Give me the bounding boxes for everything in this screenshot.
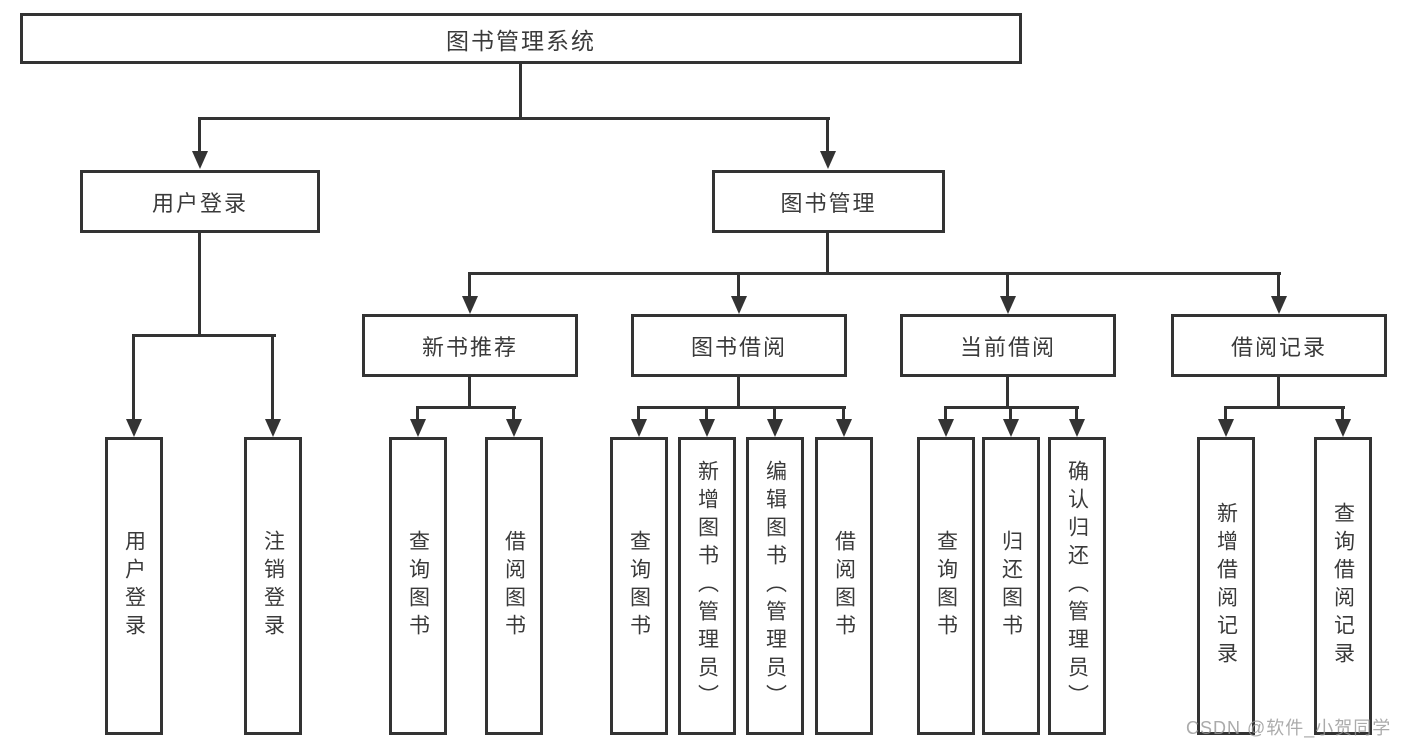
connector-book-borrow-horizontal [637,406,846,409]
connector-level1-horizontal [198,117,830,120]
connector-stub [1341,406,1344,422]
connector-to-current-borrow [1006,272,1009,298]
leaf-label: 归还图书 [999,530,1023,642]
arrow-down-icon [126,419,142,437]
arrow-down-icon [1218,419,1234,437]
leaf-label: 查询图书 [934,530,958,642]
node-leaf-logout: 注销登录 [244,437,302,735]
arrow-down-icon [192,151,208,169]
node-library-management-system: 图书管理系统 [20,13,1022,64]
connector-stub [512,406,515,422]
arrow-down-icon [1069,419,1085,437]
connector-stub [705,406,708,422]
connector-user-login-trunk [198,231,201,337]
leaf-label: 编辑图书（管理员） [763,460,787,712]
leaf-label: 查询图书 [406,530,430,642]
node-leaf-query-books-borrow: 查询图书 [610,437,668,735]
arrow-down-icon [1003,419,1019,437]
arrow-down-icon [631,419,647,437]
node-leaf-return-books: 归还图书 [982,437,1040,735]
node-leaf-borrow-books: 借阅图书 [815,437,873,735]
connector-stub [944,406,947,422]
node-leaf-add-borrow-record: 新增借阅记录 [1197,437,1255,735]
connector-root-trunk [519,62,522,120]
leaf-label: 注销登录 [261,530,285,642]
node-leaf-edit-books-admin: 编辑图书（管理员） [746,437,804,735]
leaf-label: 查询借阅记录 [1331,502,1355,670]
connector-stub [842,406,845,422]
node-book-management: 图书管理 [712,170,945,233]
connector-to-borrow-records [1277,272,1280,298]
connector-to-new-book-rec [468,272,471,298]
connector-stub [416,406,419,422]
leaf-label: 查询图书 [627,530,651,642]
connector-to-leaf-user-login [132,334,135,422]
node-leaf-borrow-books-recommend: 借阅图书 [485,437,543,735]
connector-to-leaf-logout [271,334,274,422]
arrow-down-icon [731,296,747,314]
connector-to-user-login [198,117,201,153]
node-leaf-add-books-admin: 新增图书（管理员） [678,437,736,735]
arrow-down-icon [767,419,783,437]
connector-book-borrow-trunk [737,375,740,409]
arrow-down-icon [1271,296,1287,314]
node-book-borrowing: 图书借阅 [631,314,847,377]
leaf-label: 借阅图书 [502,530,526,642]
node-current-borrowing: 当前借阅 [900,314,1116,377]
node-leaf-query-borrow-record: 查询借阅记录 [1314,437,1372,735]
csdn-watermark: CSDN @软件_小贺同学 [1186,718,1392,738]
leaf-label: 借阅图书 [832,530,856,642]
connector-stub [1224,406,1227,422]
node-new-book-recommend: 新书推荐 [362,314,578,377]
node-leaf-confirm-return-admin: 确认归还（管理员） [1048,437,1106,735]
leaf-label: 新增借阅记录 [1214,502,1238,670]
connector-stub [1075,406,1078,422]
arrow-down-icon [938,419,954,437]
connector-to-book-mgmt [826,117,829,153]
node-user-login: 用户登录 [80,170,320,233]
arrow-down-icon [699,419,715,437]
leaf-label: 新增图书（管理员） [695,460,719,712]
arrow-down-icon [265,419,281,437]
node-leaf-query-books-recommend: 查询图书 [389,437,447,735]
arrow-down-icon [820,151,836,169]
connector-level2-horizontal [468,272,1281,275]
connector-stub [773,406,776,422]
node-leaf-query-books-current: 查询图书 [917,437,975,735]
leaf-label: 确认归还（管理员） [1065,460,1089,712]
node-borrowing-records: 借阅记录 [1171,314,1387,377]
connector-new-book-rec-horizontal [416,406,516,409]
connector-borrow-records-horizontal [1224,406,1345,409]
connector-to-book-borrow [737,272,740,298]
arrow-down-icon [506,419,522,437]
connector-new-book-rec-trunk [468,375,471,409]
arrow-down-icon [1000,296,1016,314]
connector-borrow-records-trunk [1277,375,1280,409]
arrow-down-icon [1335,419,1351,437]
connector-current-borrow-trunk [1006,375,1009,409]
connector-user-login-horizontal [132,334,276,337]
arrow-down-icon [836,419,852,437]
leaf-label: 用户登录 [122,530,146,642]
connector-stub [637,406,640,422]
connector-book-mgmt-trunk [826,231,829,275]
connector-stub [1009,406,1012,422]
arrow-down-icon [410,419,426,437]
arrow-down-icon [462,296,478,314]
node-leaf-user-login: 用户登录 [105,437,163,735]
